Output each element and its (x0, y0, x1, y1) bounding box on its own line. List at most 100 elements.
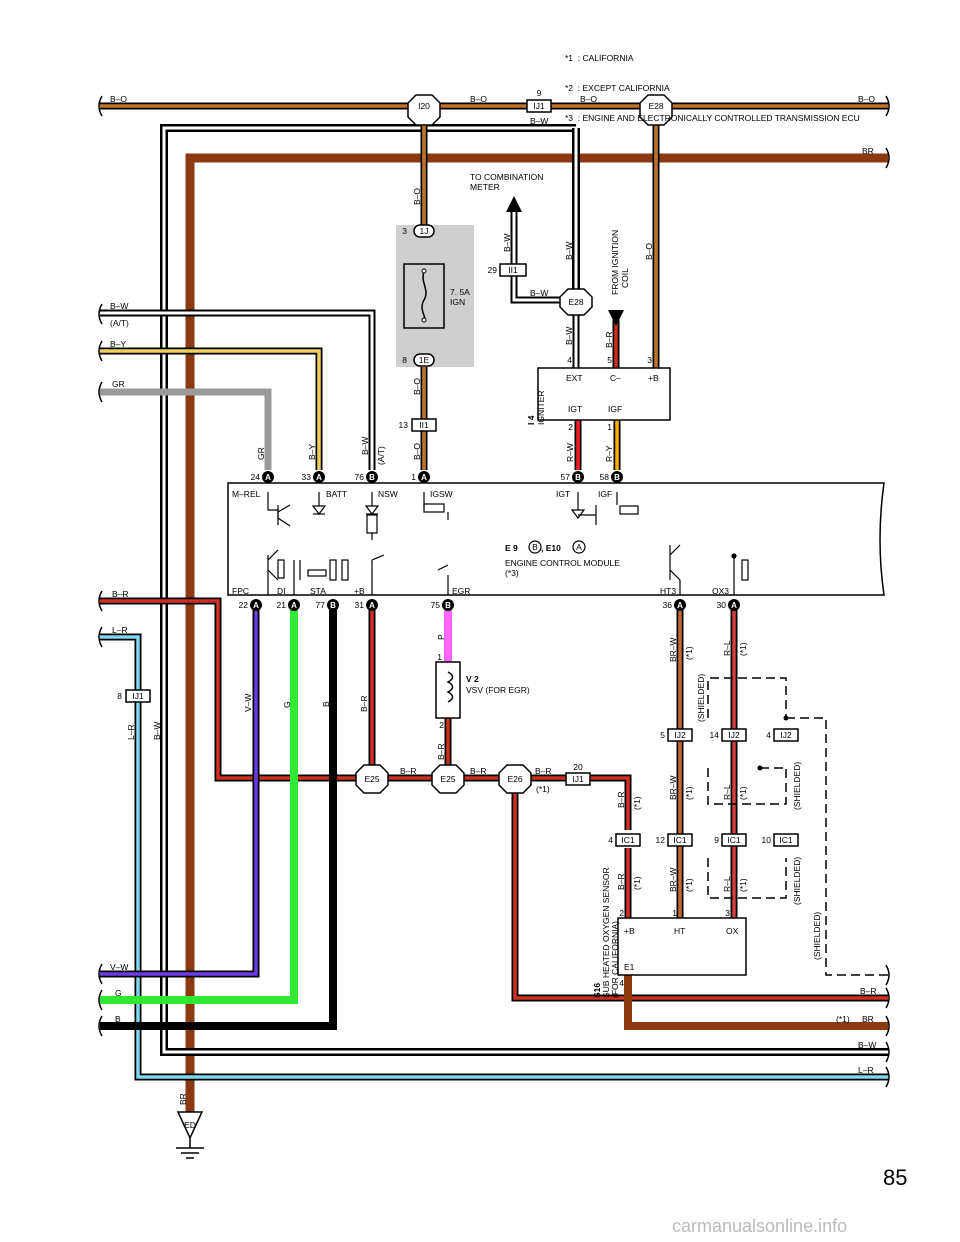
connector-ii1-mid: II1 (411, 418, 437, 432)
wire-br-bottom (624, 975, 888, 1030)
svg-text:SUB HEATED OXYGEN SENSOR: SUB HEATED OXYGEN SENSOR (601, 867, 611, 998)
svg-text:(FOR CALIFORNIA): (FOR CALIFORNIA) (610, 921, 620, 998)
svg-text:B–R: B–R (359, 695, 369, 712)
svg-text:(SHIELDED): (SHIELDED) (812, 912, 822, 960)
svg-text:9: 9 (714, 835, 719, 845)
svg-text:B–R: B–R (604, 331, 614, 348)
svg-text:B: B (532, 542, 538, 552)
svg-text:GR: GR (112, 379, 125, 389)
svg-text:1E: 1E (419, 355, 430, 365)
connector-ed: ED (184, 1120, 196, 1130)
svg-text:5: 5 (660, 730, 665, 740)
svg-text:GR: GR (256, 447, 266, 460)
svg-text:3: 3 (402, 226, 407, 236)
svg-text:II1: II1 (508, 265, 518, 275)
svg-text:24: 24 (251, 472, 261, 482)
svg-text:R–Y: R–Y (604, 445, 614, 462)
connector-ij1-top: IJ1 (526, 99, 552, 113)
wire-by (100, 347, 323, 470)
connector-e26: E26 (498, 764, 532, 794)
svg-text:4: 4 (567, 355, 572, 365)
svg-text:HT: HT (674, 926, 685, 936)
svg-text:B–Y: B–Y (110, 339, 126, 349)
svg-text:G: G (282, 701, 292, 708)
svg-text:+B: +B (648, 373, 659, 383)
ecm-labels: M–REL BATT NSW IGSW IGT IGF FPC DI STA +… (232, 489, 729, 596)
wire-bw-meter (506, 196, 580, 368)
svg-text:B–O: B–O (644, 243, 654, 260)
svg-text:BR–W: BR–W (668, 637, 678, 662)
svg-text:29: 29 (488, 265, 498, 275)
svg-text:B–W: B–W (360, 437, 370, 455)
wire-b (100, 608, 337, 1030)
svg-text:1: 1 (437, 652, 442, 662)
page-number: 85 (883, 1165, 908, 1190)
svg-text:E25: E25 (364, 774, 379, 784)
ecm-box (227, 482, 885, 596)
svg-text:STA: STA (310, 586, 326, 596)
connector-e25-a: E25 (355, 764, 389, 794)
wire-labels: B–O B–O B–O B–O B–W BR B–W (A/T) B–Y GR … (110, 94, 877, 1075)
svg-text:B: B (115, 1014, 121, 1024)
svg-text:B: B (369, 473, 375, 482)
ecm-bottom-pins: A A B A B A A (250, 599, 740, 611)
svg-text:C–: C– (610, 373, 621, 383)
svg-text:(*1): (*1) (536, 784, 550, 794)
connector-e28-b: E28 (559, 288, 593, 316)
svg-text:BR–W: BR–W (668, 775, 678, 800)
connector-ic1-d: IC1 (773, 833, 799, 847)
svg-text:A: A (677, 601, 683, 610)
svg-text:(*1): (*1) (632, 796, 642, 810)
svg-text:B: B (330, 601, 336, 610)
svg-text:IC1: IC1 (779, 835, 793, 845)
svg-text:(SHIELDED): (SHIELDED) (792, 857, 802, 905)
svg-text:L–R: L–R (858, 1065, 874, 1075)
svg-text:1J: 1J (420, 226, 429, 236)
igniter-box (537, 367, 671, 421)
wire-br-coil (608, 310, 624, 368)
connector-ij1-left: IJ1 (125, 689, 151, 703)
svg-text:13: 13 (399, 420, 409, 430)
svg-text:(*1): (*1) (738, 642, 748, 656)
svg-text:A: A (421, 473, 427, 482)
svg-text:BR: BR (862, 1014, 874, 1024)
svg-text:76: 76 (355, 472, 365, 482)
svg-text:R–L: R–L (722, 640, 732, 656)
svg-text:8: 8 (402, 355, 407, 365)
svg-text:33: 33 (302, 472, 312, 482)
svg-text:BR: BR (862, 146, 874, 156)
connector-ic1-a: IC1 (615, 833, 641, 847)
svg-text:(*3): (*3) (505, 568, 519, 578)
svg-text:B–Y: B–Y (307, 444, 317, 460)
svg-text:B–R: B–R (535, 766, 552, 776)
svg-text:IGF: IGF (608, 404, 622, 414)
svg-text:57: 57 (561, 472, 571, 482)
ecm-internals (267, 492, 749, 595)
svg-text:E28: E28 (648, 101, 663, 111)
wire-lr (100, 633, 888, 1081)
svg-text:E 9: E 9 (505, 543, 518, 553)
svg-text:IJ1: IJ1 (572, 774, 584, 784)
igniter-labels: EXT C– +B IGT IGF I 4 IGNITER (526, 373, 659, 425)
svg-text:(*1): (*1) (684, 646, 694, 660)
svg-text:B: B (614, 473, 620, 482)
svg-text:A: A (369, 601, 375, 610)
edge-brackets (98, 95, 890, 1088)
shield-lines (707, 677, 888, 976)
svg-text:BR: BR (178, 1093, 188, 1105)
svg-text:(A/T): (A/T) (110, 318, 129, 328)
wire-gr (100, 388, 272, 470)
svg-text:, E10: , E10 (541, 543, 561, 553)
connector-e25-b: E25 (431, 764, 465, 794)
connector-ij1-right: IJ1 (565, 772, 591, 786)
svg-text:B–O: B–O (412, 443, 422, 460)
svg-text:IC1: IC1 (621, 835, 635, 845)
svg-text:B–W: B–W (110, 301, 128, 311)
footnote-3: *3 : ENGINE AND ELECTRONICALLY CONTROLLE… (565, 113, 860, 123)
svg-text:B–O: B–O (470, 94, 487, 104)
svg-text:8: 8 (117, 691, 122, 701)
svg-text:58: 58 (600, 472, 610, 482)
connector-ij2-b: IJ2 (721, 728, 747, 742)
svg-text:1: 1 (672, 908, 677, 918)
svg-text:31: 31 (355, 600, 365, 610)
